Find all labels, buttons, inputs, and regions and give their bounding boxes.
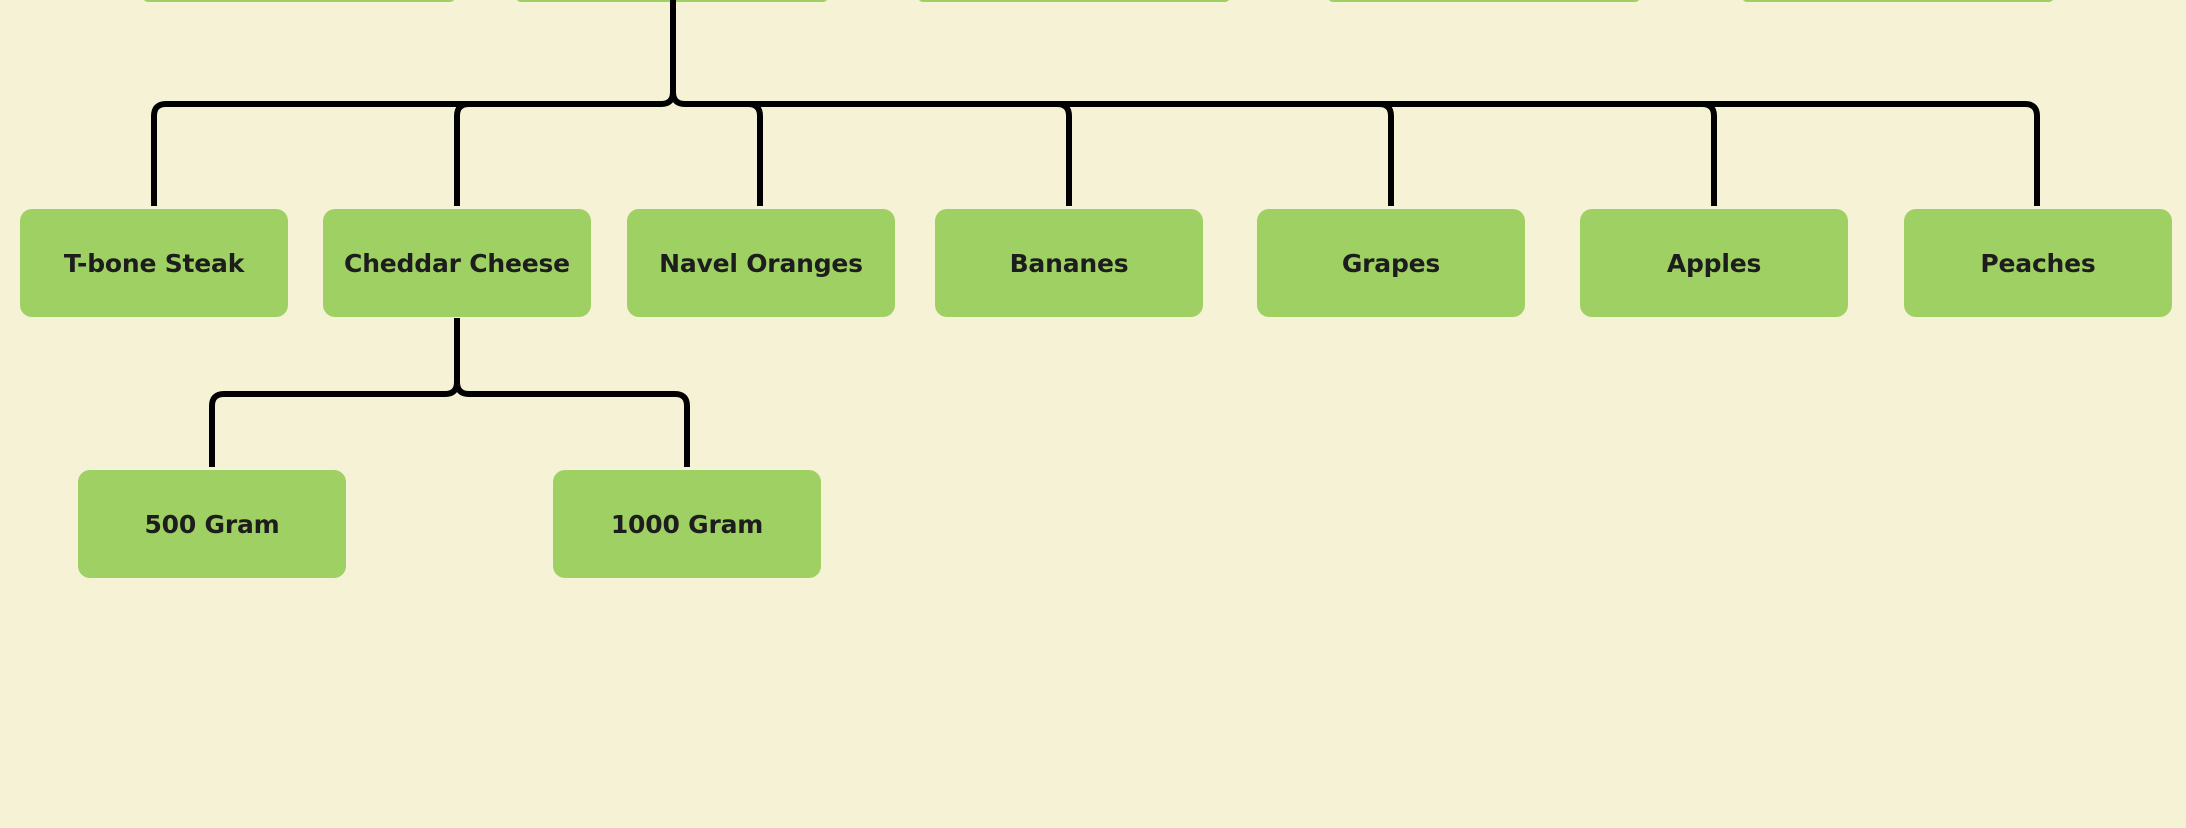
node-label: 1000 Gram [610, 509, 764, 539]
connector-to-bananes [1056, 101, 1072, 206]
connector-to-apples [1701, 101, 1717, 206]
node-apples[interactable]: Apples [1580, 209, 1848, 317]
node-navel-oranges[interactable]: Navel Oranges [627, 209, 895, 317]
cropped-node-1[interactable] [143, 0, 455, 2]
connector-to-1000-gram [454, 381, 690, 467]
node-t-bone-steak[interactable]: T-bone Steak [20, 209, 288, 317]
node-label: Bananes [1009, 248, 1129, 278]
connector-to-navel-oranges [747, 101, 763, 206]
node-label: T-bone Steak [63, 248, 245, 278]
node-bananes[interactable]: Bananes [935, 209, 1203, 317]
node-label: 500 Gram [144, 509, 280, 539]
node-1000-gram[interactable]: 1000 Gram [553, 470, 821, 578]
node-label: Apples [1666, 248, 1762, 278]
node-label: Peaches [1980, 248, 2096, 278]
node-grapes[interactable]: Grapes [1257, 209, 1525, 317]
cropped-node-4[interactable] [1328, 0, 1640, 2]
cropped-node-3[interactable] [918, 0, 1230, 2]
connector-to-grapes [1378, 101, 1394, 206]
node-label: Cheddar Cheese [344, 248, 570, 278]
connector-to-cheddar-cheese [454, 101, 470, 206]
connector-to-500-gram [209, 318, 460, 467]
connector-to-t-bone-steak [151, 0, 676, 206]
cropped-node-5[interactable] [1742, 0, 2054, 2]
connector-to-peaches [670, 91, 2040, 206]
node-label: Navel Oranges [659, 248, 863, 278]
node-500-gram[interactable]: 500 Gram [78, 470, 346, 578]
node-peaches[interactable]: Peaches [1904, 209, 2172, 317]
node-label: Grapes [1341, 248, 1441, 278]
node-cheddar-cheese[interactable]: Cheddar Cheese [323, 209, 591, 317]
